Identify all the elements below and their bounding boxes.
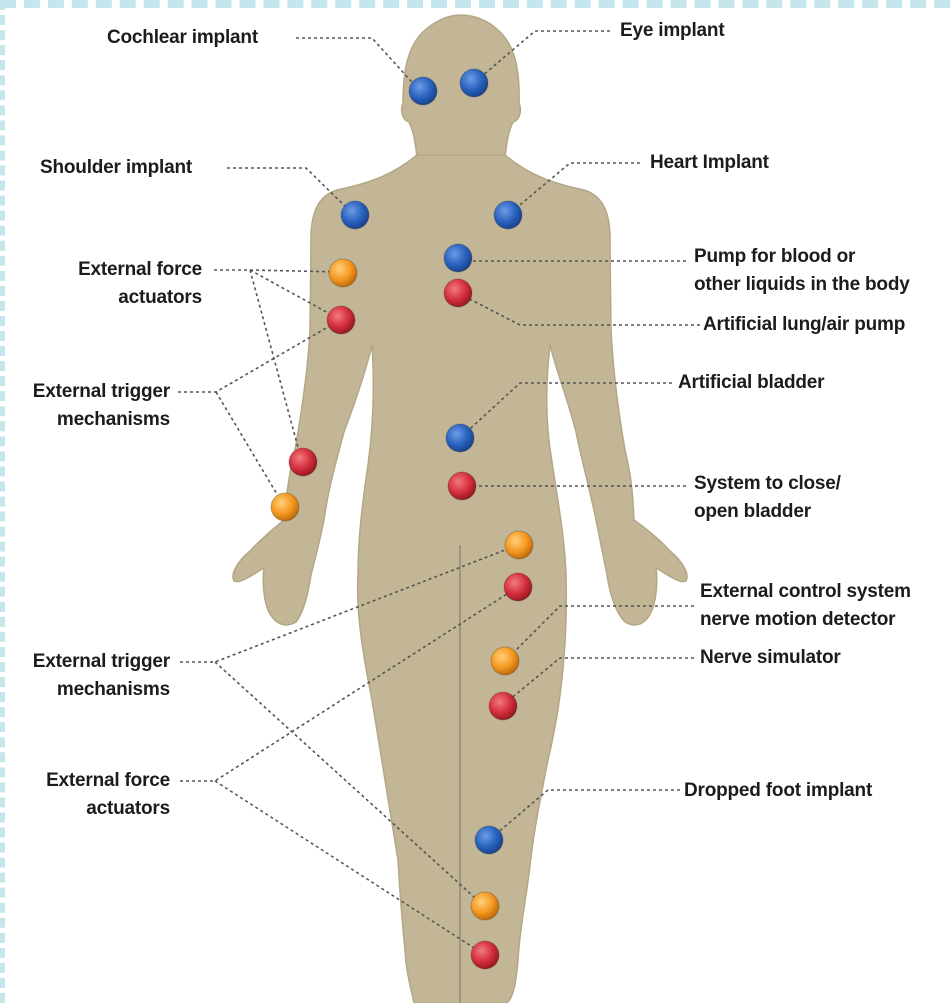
label-line: External trigger <box>8 378 170 406</box>
label-nerve-simulator: Nerve simulator <box>700 644 841 672</box>
implant-marker-cochlear <box>409 77 437 105</box>
implant-marker-eye <box>460 69 488 97</box>
label-line: System to close/ <box>694 470 841 498</box>
label-line: nerve motion detector <box>700 606 911 634</box>
label-external-trigger-mechanisms-lower: External trigger mechanisms <box>8 648 170 704</box>
label-external-trigger-mechanisms-upper: External trigger mechanisms <box>8 378 170 434</box>
label-line: mechanisms <box>8 406 170 434</box>
label-line: External force <box>8 767 170 795</box>
label-artificial-lung: Artificial lung/air pump <box>703 311 905 339</box>
label-line: other liquids in the body <box>694 271 910 299</box>
label-line: mechanisms <box>8 676 170 704</box>
implant-marker-shoulder <box>341 201 369 229</box>
implant-marker-ankle-actuator <box>471 892 499 920</box>
label-dropped-foot-implant: Dropped foot implant <box>684 777 872 805</box>
label-shoulder-implant: Shoulder implant <box>40 154 192 182</box>
implant-marker-thigh-actuator <box>505 531 533 559</box>
label-line: External control system <box>700 578 911 606</box>
label-line: External force <box>40 256 202 284</box>
label-pump: Pump for blood or other liquids in the b… <box>694 243 910 299</box>
implant-marker-heart <box>494 201 522 229</box>
implant-marker-pump <box>444 244 472 272</box>
label-external-force-actuators-upper: External force actuators <box>40 256 202 312</box>
implant-marker-close-bladder <box>448 472 476 500</box>
label-line: External trigger <box>8 648 170 676</box>
label-line: open bladder <box>694 498 841 526</box>
leader-trigger-upper-b <box>216 392 284 506</box>
label-line: Pump for blood or <box>694 243 910 271</box>
implant-marker-forearm-trigger <box>289 448 317 476</box>
label-cochlear-implant: Cochlear implant <box>107 24 258 52</box>
implant-marker-arm-trigger <box>327 306 355 334</box>
label-close-bladder: System to close/ open bladder <box>694 470 841 526</box>
implant-marker-forearm-actuator <box>271 493 299 521</box>
leader-force-upper-c <box>250 270 302 462</box>
implant-marker-lung <box>444 279 472 307</box>
implant-marker-foot <box>475 826 503 854</box>
label-external-force-actuators-lower: External force actuators <box>8 767 170 823</box>
label-eye-implant: Eye implant <box>620 17 724 45</box>
implant-marker-arm-actuator <box>329 259 357 287</box>
label-line: actuators <box>8 795 170 823</box>
label-external-control-system: External control system nerve motion det… <box>700 578 911 634</box>
implant-marker-ankle-trigger <box>471 941 499 969</box>
label-artificial-bladder: Artificial bladder <box>678 369 824 397</box>
implant-marker-bladder <box>446 424 474 452</box>
implant-marker-thigh-trigger <box>504 573 532 601</box>
leader-cochlear <box>296 38 420 91</box>
implant-marker-knee-simulator <box>489 692 517 720</box>
label-heart-implant: Heart Implant <box>650 149 769 177</box>
implant-marker-knee-detector <box>491 647 519 675</box>
label-line: actuators <box>40 284 202 312</box>
